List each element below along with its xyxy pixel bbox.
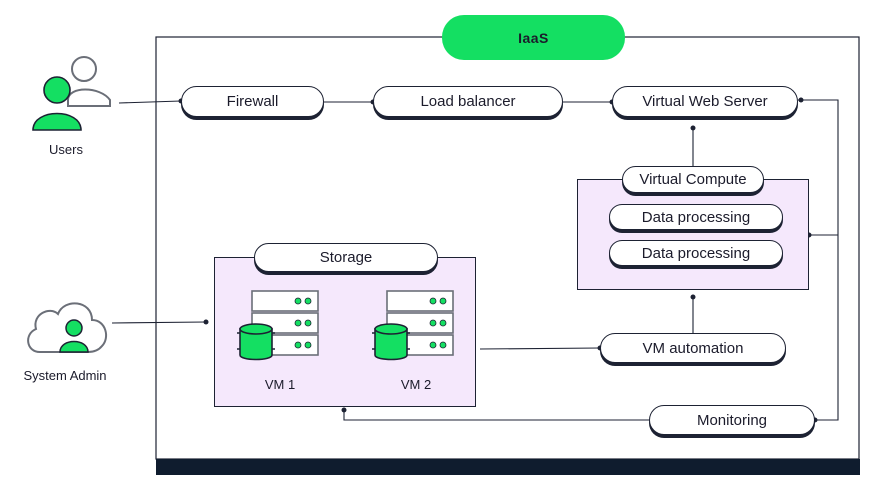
edge-dot [798,97,804,103]
virtual-compute-label: Virtual Compute [639,171,747,188]
users-icon [32,56,111,131]
edge-storage-monitoring [343,410,649,421]
load-balancer-label: Load balancer [420,93,516,110]
vm-automation-label: VM automation [642,339,744,357]
users-label: Users [49,142,83,157]
edge-storage-vmautomation [479,347,601,350]
edge-right-bus [798,99,839,421]
iaas-footer-bar [156,459,860,475]
load-balancer-node[interactable]: Load balancer [373,86,563,117]
edge-dot [690,294,696,300]
firewall-node[interactable]: Firewall [181,86,324,117]
data-processing-node-2[interactable]: Data processing [609,240,783,266]
iaas-title-badge: IaaS [442,15,625,60]
virtual-compute-zone [577,179,809,290]
cloud-admin-icon [27,302,108,353]
server-rack-icon [237,290,319,361]
edge-dot [690,125,696,131]
system-admin-label: System Admin [23,368,107,383]
iaas-title: IaaS [518,29,549,46]
firewall-label: Firewall [226,93,279,110]
data-processing-label-1: Data processing [641,208,751,226]
virtual-web-server-label: Virtual Web Server [642,93,768,110]
edge-dot [203,319,209,325]
monitoring-node[interactable]: Monitoring [649,405,815,435]
database-icon [372,323,410,361]
database-icon [237,323,275,361]
virtual-compute-node[interactable]: Virtual Compute [622,166,764,193]
storage-node[interactable]: Storage [254,243,438,272]
virtual-web-server-node[interactable]: Virtual Web Server [612,86,798,117]
data-processing-label-2: Data processing [641,244,751,262]
edge-admin-storage [111,321,207,324]
edge-dot [341,407,347,413]
server-rack-icon [372,290,454,361]
vm2-label: VM 2 [400,377,432,392]
edge-users-firewall [118,100,182,104]
monitoring-label: Monitoring [696,411,768,429]
vm-automation-node[interactable]: VM automation [600,333,786,363]
storage-label: Storage [319,249,373,266]
data-processing-node-1[interactable]: Data processing [609,204,783,230]
vm1-label: VM 1 [264,377,296,392]
